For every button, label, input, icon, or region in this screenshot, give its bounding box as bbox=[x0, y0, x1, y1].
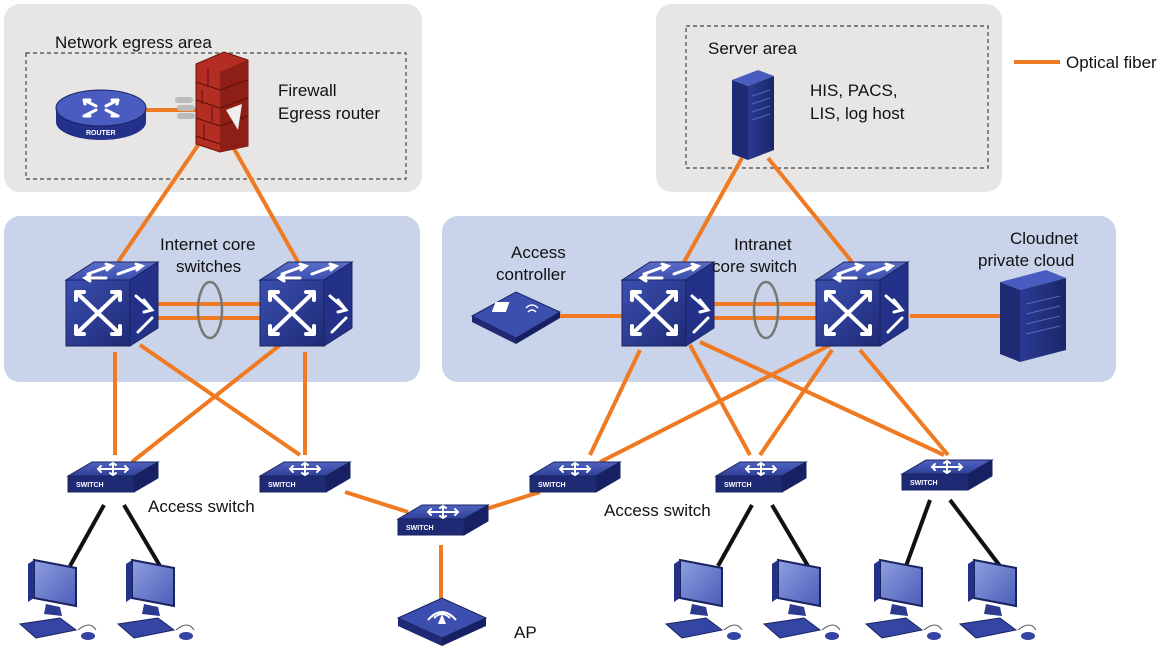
pc-5[interactable] bbox=[865, 559, 943, 641]
intranet-core-label-line1: Intranet bbox=[734, 235, 792, 254]
access-switch-label-left: Access switch bbox=[148, 497, 255, 516]
cloudnet-label-line2: private cloud bbox=[978, 251, 1074, 270]
intranet-core-area-box bbox=[442, 216, 1116, 382]
pc-2[interactable] bbox=[117, 559, 195, 641]
access-switch-3[interactable]: SWITCH bbox=[529, 461, 621, 493]
egress-router[interactable]: ROUTER bbox=[55, 89, 147, 140]
internet-core-label-line1: Internet core bbox=[160, 235, 255, 254]
ap-switch[interactable]: SWITCH bbox=[397, 504, 489, 536]
firewall-label: Firewall bbox=[278, 81, 337, 100]
cloudnet-label-line1: Cloudnet bbox=[1010, 229, 1078, 248]
router-label: ROUTER bbox=[86, 130, 116, 137]
intranet-core-lag-ellipse bbox=[752, 280, 780, 340]
intranet-core-switch-2[interactable] bbox=[814, 260, 910, 348]
server-area-label: Server area bbox=[708, 39, 797, 58]
internet-core-switch-2[interactable] bbox=[258, 260, 354, 348]
internet-core-lag-ellipse bbox=[196, 280, 224, 340]
switch-label: SWITCH bbox=[538, 482, 566, 489]
pc-6[interactable] bbox=[959, 559, 1037, 641]
cloudnet-server[interactable] bbox=[1000, 270, 1066, 362]
access-switch-label-right: Access switch bbox=[604, 501, 711, 520]
internet-core-label-line2: switches bbox=[176, 257, 241, 276]
switch-label: SWITCH bbox=[76, 482, 104, 489]
network-egress-area-label: Network egress area bbox=[55, 33, 212, 52]
access-switch-2[interactable]: SWITCH bbox=[259, 461, 351, 493]
access-switch-5[interactable]: SWITCH bbox=[901, 459, 993, 491]
fiber-links bbox=[113, 108, 1000, 600]
access-controller-card[interactable] bbox=[470, 291, 562, 344]
access-switch-4[interactable]: SWITCH bbox=[715, 461, 807, 493]
server-his-pacs[interactable] bbox=[732, 70, 774, 160]
pc-4[interactable] bbox=[763, 559, 841, 641]
access-switch-1[interactable]: SWITCH bbox=[67, 461, 159, 493]
copper-links bbox=[68, 498, 1002, 568]
ap-label: AP bbox=[514, 623, 537, 642]
firewall-icon[interactable] bbox=[175, 51, 249, 153]
servers-label-line1: HIS, PACS, bbox=[810, 81, 898, 100]
pc-3[interactable] bbox=[665, 559, 743, 641]
intranet-core-switch-1[interactable] bbox=[620, 260, 716, 348]
pc-1[interactable] bbox=[19, 559, 97, 641]
switch-label: SWITCH bbox=[406, 525, 434, 532]
internet-core-switch-1[interactable] bbox=[64, 260, 160, 348]
access-controller-label-line2: controller bbox=[496, 265, 566, 284]
switch-label: SWITCH bbox=[910, 480, 938, 487]
legend-optical-fiber: Optical fiber bbox=[1066, 53, 1157, 72]
access-controller-label-line1: Access bbox=[511, 243, 566, 262]
access-point[interactable] bbox=[396, 597, 488, 646]
switch-label: SWITCH bbox=[268, 482, 296, 489]
egress-router-label: Egress router bbox=[278, 104, 380, 123]
servers-label-line2: LIS, log host bbox=[810, 104, 905, 123]
switch-label: SWITCH bbox=[724, 482, 752, 489]
server-area-dashed-border bbox=[685, 25, 989, 169]
egress-area-dashed-border bbox=[25, 52, 407, 180]
intranet-core-label-line2: core switch bbox=[712, 257, 797, 276]
